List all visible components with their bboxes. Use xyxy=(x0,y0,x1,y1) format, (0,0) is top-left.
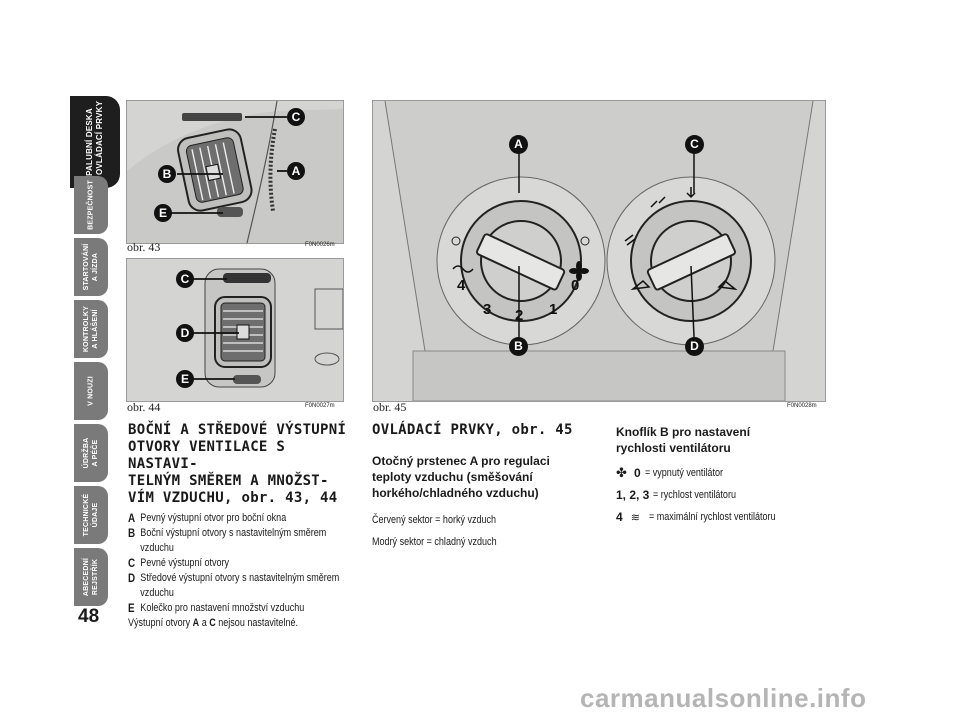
figure-43-code: F0N0026m xyxy=(305,242,335,248)
callout-a: A xyxy=(287,162,305,180)
figure-44-code: F0N0027m xyxy=(305,403,335,409)
figure-43: C A B E xyxy=(126,100,344,244)
callout-c: C xyxy=(685,135,704,154)
section-controls: OVLÁDACÍ PRVKY, obr. 45 Otočný prstenec … xyxy=(372,422,594,553)
tab-starting[interactable]: STARTOVÁNÍ A JÍZDA xyxy=(74,238,108,296)
figure-45-caption: obr. 45 xyxy=(373,400,407,414)
callout-b: B xyxy=(509,337,528,356)
fan-icon xyxy=(569,261,589,281)
callout-a: A xyxy=(509,135,528,154)
callout-e: E xyxy=(154,204,172,222)
rear-window-icon xyxy=(717,279,738,291)
page-number: 48 xyxy=(78,606,100,627)
max-fan-icon: ≋ xyxy=(630,511,640,524)
list-item: 1, 2, 3 = rychlost ventilátoru xyxy=(616,488,737,502)
figure-44-caption: obr. 44 xyxy=(127,400,161,414)
section-vents: BOČNÍ A STŘEDOVÉ VÝSTUPNÍ OTVORY VENTILA… xyxy=(128,422,360,631)
tab-safety[interactable]: BEZPEČNOST xyxy=(74,176,108,234)
figure-44: C D E xyxy=(126,258,344,402)
tab-maintenance[interactable]: ÚDRŽBA A PÉČE xyxy=(74,424,108,482)
fan-speed-list: ✤ 0 = vypnutý ventilátor 1, 2, 3 = rychl… xyxy=(616,462,826,528)
callout-d: D xyxy=(685,337,704,356)
fan-speed-3: 3 xyxy=(483,301,492,318)
section-fan: Knoflík B pro nastavení rychlosti ventil… xyxy=(616,424,826,528)
figure-45-code: F0N0028m xyxy=(787,403,817,409)
feet-vent-icon xyxy=(686,187,696,199)
callout-c: C xyxy=(176,270,194,288)
tab-index[interactable]: ABECEDNÍ REJSTŘÍK xyxy=(74,548,108,606)
fan-speed-1: 1 xyxy=(549,301,558,318)
figure-43-caption: obr. 43 xyxy=(127,240,161,254)
fan-speed-2: 2 xyxy=(515,307,524,324)
section-controls-title: OVLÁDACÍ PRVKY, obr. 45 xyxy=(372,422,573,438)
figure-45: 4 3 2 1 0 A C B D xyxy=(372,100,826,402)
tab-technical[interactable]: TECHNICKÉ ÚDAJE xyxy=(74,486,108,544)
center-vent-illustration xyxy=(127,259,343,401)
callout-e: E xyxy=(176,370,194,388)
ring-a-legend: Červený sektor = horký vzduch Modrý sekt… xyxy=(372,514,497,548)
windshield-icon xyxy=(630,279,651,291)
fan-speed-0: 0 xyxy=(571,277,580,294)
callout-d: D xyxy=(176,324,194,342)
fan-icon: ✤ xyxy=(616,465,627,480)
list-item: 4 ≋ = maximální rychlost ventilátoru xyxy=(616,510,776,524)
knob-b-heading: Knoflík B pro nastavení rychlosti ventil… xyxy=(616,425,751,455)
tab-emergency[interactable]: V NOUZI xyxy=(74,362,108,420)
section-vents-title: BOČNÍ A STŘEDOVÉ VÝSTUPNÍ OTVORY VENTILA… xyxy=(128,422,347,506)
tab-warnings[interactable]: KONTROLKY A HLÁŠENÍ xyxy=(74,300,108,358)
watermark: carmanualsonline.info xyxy=(580,683,867,713)
tab-dashboard[interactable]: PALUBNÍ DESKA A OVLÁDACÍ PRVKY xyxy=(70,96,120,188)
ring-a-heading: Otočný prstenec A pro regulaci teploty v… xyxy=(372,454,550,500)
face-vent-icon xyxy=(650,196,666,208)
mixed-vent-icon xyxy=(624,234,636,246)
climate-controls-illustration xyxy=(373,101,825,401)
vent-note: Výstupní otvory A a C nejsou nastaviteln… xyxy=(128,617,298,629)
callout-b: B xyxy=(158,165,176,183)
fan-speed-4: 4 xyxy=(457,277,466,294)
max-fan-icon xyxy=(452,265,474,273)
list-item: ✤ 0 = vypnutý ventilátor xyxy=(616,465,723,480)
callout-c: C xyxy=(287,108,305,126)
